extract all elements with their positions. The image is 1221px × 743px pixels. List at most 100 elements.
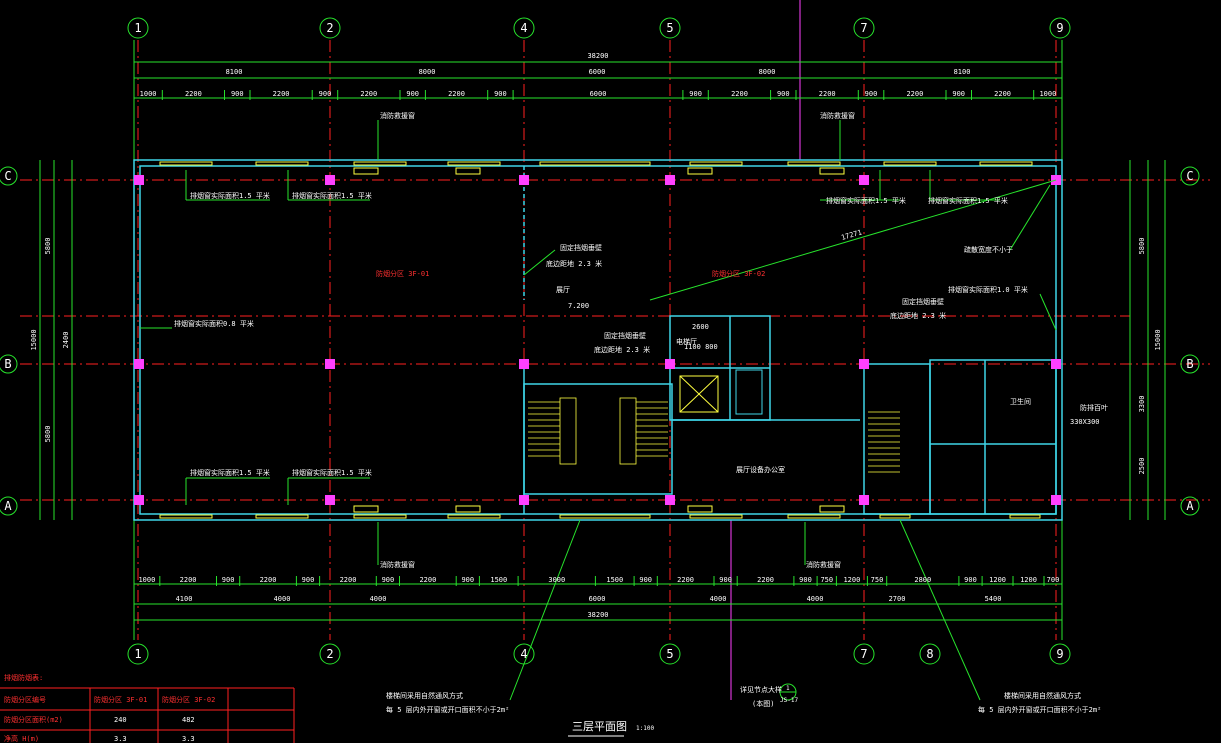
table-header: 防烟分区 3F-02 [162, 695, 215, 704]
window-dim: 2200 [994, 90, 1011, 98]
right-dim: 3300 [1138, 396, 1146, 413]
rescue-window-label: 消防救援窗 [820, 111, 855, 120]
rescue-window-label: 消防救援窗 [380, 560, 415, 569]
window-dim: 2200 [273, 90, 290, 98]
right-dim: 2500 [1138, 458, 1146, 475]
hall-label: 展厅 [556, 286, 570, 294]
total-dim-top: 38200 [587, 52, 608, 60]
window-dim: 2200 [448, 90, 465, 98]
detail-circle-top: 1 [786, 685, 790, 692]
smoke-window-note: 排烟窗实际面积1.5 平米 [292, 191, 372, 200]
bay-dim-bottom: 6000 [589, 595, 606, 603]
vent-dim: 330X300 [1070, 418, 1100, 426]
table-title: 排烟防烟表: [4, 673, 43, 682]
window-dim: 3000 [548, 576, 565, 584]
window-dim: 900 [689, 90, 702, 98]
elevator-hall-label: 电梯厅 [676, 337, 697, 346]
leader-lines [140, 120, 1057, 701]
smoke-window-note-left: 排烟窗实际面积0.8 平米 [174, 319, 254, 328]
table-cell: 3.3 [182, 735, 195, 743]
stair-treads [528, 397, 900, 473]
window-dim: 6000 [590, 90, 607, 98]
detail-note: 详见节点大样 [740, 685, 782, 694]
smoke-barrier-note-3: 固定挡烟垂壁 [902, 297, 944, 306]
window-dim: 2200 [340, 576, 357, 584]
smoke-window-note: 排烟窗实际面积1.5 平米 [190, 468, 270, 477]
table-header: 防烟分区 3F-01 [94, 695, 147, 704]
window-dim: 2200 [360, 90, 377, 98]
wc-label: 卫生间 [1010, 397, 1031, 406]
row-label-a-right: A [1186, 499, 1194, 513]
dimension-lines [39, 40, 1166, 640]
table-header: 防烟分区编号 [4, 695, 46, 704]
axis-label-5: 5 [666, 21, 673, 35]
axis-label-4: 4 [520, 21, 527, 35]
window-dim: 900 [865, 90, 878, 98]
axis-label-bottom-7: 7 [860, 647, 867, 661]
bay-dim-bottom: 4000 [370, 595, 387, 603]
window-dim: 1500 [606, 576, 623, 584]
vent-label: 防排百叶 [1080, 403, 1108, 412]
table-cell: 240 [114, 716, 127, 724]
detail-circle-bottom: JS-17 [780, 697, 798, 704]
left-dim: 2400 [62, 332, 70, 349]
axis-label-7: 7 [860, 21, 867, 35]
window-dim: 900 [799, 576, 812, 584]
smoke-window-note: 排烟窗实际面积1.5 平米 [928, 196, 1008, 205]
smoke-zone-table: 排烟防烟表: 防烟分区编号 防烟分区 3F-01 防烟分区 3F-02 防烟分区… [0, 673, 295, 743]
axis-label-bottom-9: 9 [1056, 647, 1063, 661]
window-dim: 900 [964, 576, 977, 584]
window-dim: 1000 [1039, 90, 1056, 98]
window-dim: 2200 [419, 576, 436, 584]
total-dim-bottom: 38200 [587, 611, 608, 619]
window-dim: 900 [406, 90, 419, 98]
windows [159, 161, 1041, 519]
smoke-window-note: 排烟窗实际面积1.5 平米 [292, 468, 372, 477]
bay-dim-bottom: 4000 [710, 595, 727, 603]
office-label: 展厅设备办公室 [736, 465, 785, 474]
axis-markers-top [127, 17, 1071, 39]
bay-dim-top: 8100 [226, 68, 243, 76]
smoke-barrier-note-2: 固定挡烟垂壁 [604, 331, 646, 340]
zone-label-2: 防烟分区 3F-02 [712, 269, 765, 278]
window-dim: 900 [639, 576, 652, 584]
bay-dim-top: 6000 [589, 68, 606, 76]
zone-label-1: 防烟分区 3F-01 [376, 269, 429, 278]
window-dim: 1200 [1020, 576, 1037, 584]
window-dim: 900 [382, 576, 395, 584]
left-dim: 5800 [44, 426, 52, 443]
smoke-barrier-note-3b: 底边距地 2.3 米 [890, 311, 946, 320]
bay-dim-bottom: 5400 [985, 595, 1002, 603]
bay-dim-bottom: 4100 [176, 595, 193, 603]
smoke-window-note-right: 排烟窗实际面积1.0 平米 [948, 285, 1028, 294]
rescue-window-label: 消防救援窗 [806, 560, 841, 569]
table-cell: 482 [182, 716, 195, 724]
stair-vent-note-right: 楼梯间采用自然通风方式 [1004, 691, 1081, 700]
window-dim: 2200 [677, 576, 694, 584]
elevator [679, 369, 763, 415]
walls [133, 159, 1063, 521]
rescue-window-label: 消防救援窗 [380, 111, 415, 120]
bay-dim-bottom: 4000 [807, 595, 824, 603]
smoke-barrier-note-1b: 底边距地 2.3 米 [546, 259, 602, 268]
window-dim: 2800 [914, 576, 931, 584]
axis-label-1: 1 [134, 21, 141, 35]
egress-note: 疏散宽度不小于 [964, 245, 1013, 254]
left-dim: 5800 [44, 238, 52, 255]
axis-label-bottom-5: 5 [666, 647, 673, 661]
shaft-dim: 2600 [692, 323, 709, 331]
axis-label-bottom-4: 4 [520, 647, 527, 661]
window-dim: 700 [1047, 576, 1060, 584]
window-dim: 750 [820, 576, 833, 584]
window-dim: 900 [302, 576, 315, 584]
drawing-scale: 1:100 [636, 725, 654, 732]
window-dim: 750 [871, 576, 884, 584]
bay-dim-bottom: 2700 [889, 595, 906, 603]
bay-dim-top: 8000 [419, 68, 436, 76]
drawing-title: 三层平面图 [572, 720, 627, 733]
window-dim: 2200 [260, 576, 277, 584]
axis-label-bottom-2: 2 [326, 647, 333, 661]
bay-dim-bottom: 4000 [274, 595, 291, 603]
smoke-window-note: 排烟窗实际面积1.5 平米 [826, 196, 906, 205]
axis-label-bottom-8: 8 [926, 647, 933, 661]
